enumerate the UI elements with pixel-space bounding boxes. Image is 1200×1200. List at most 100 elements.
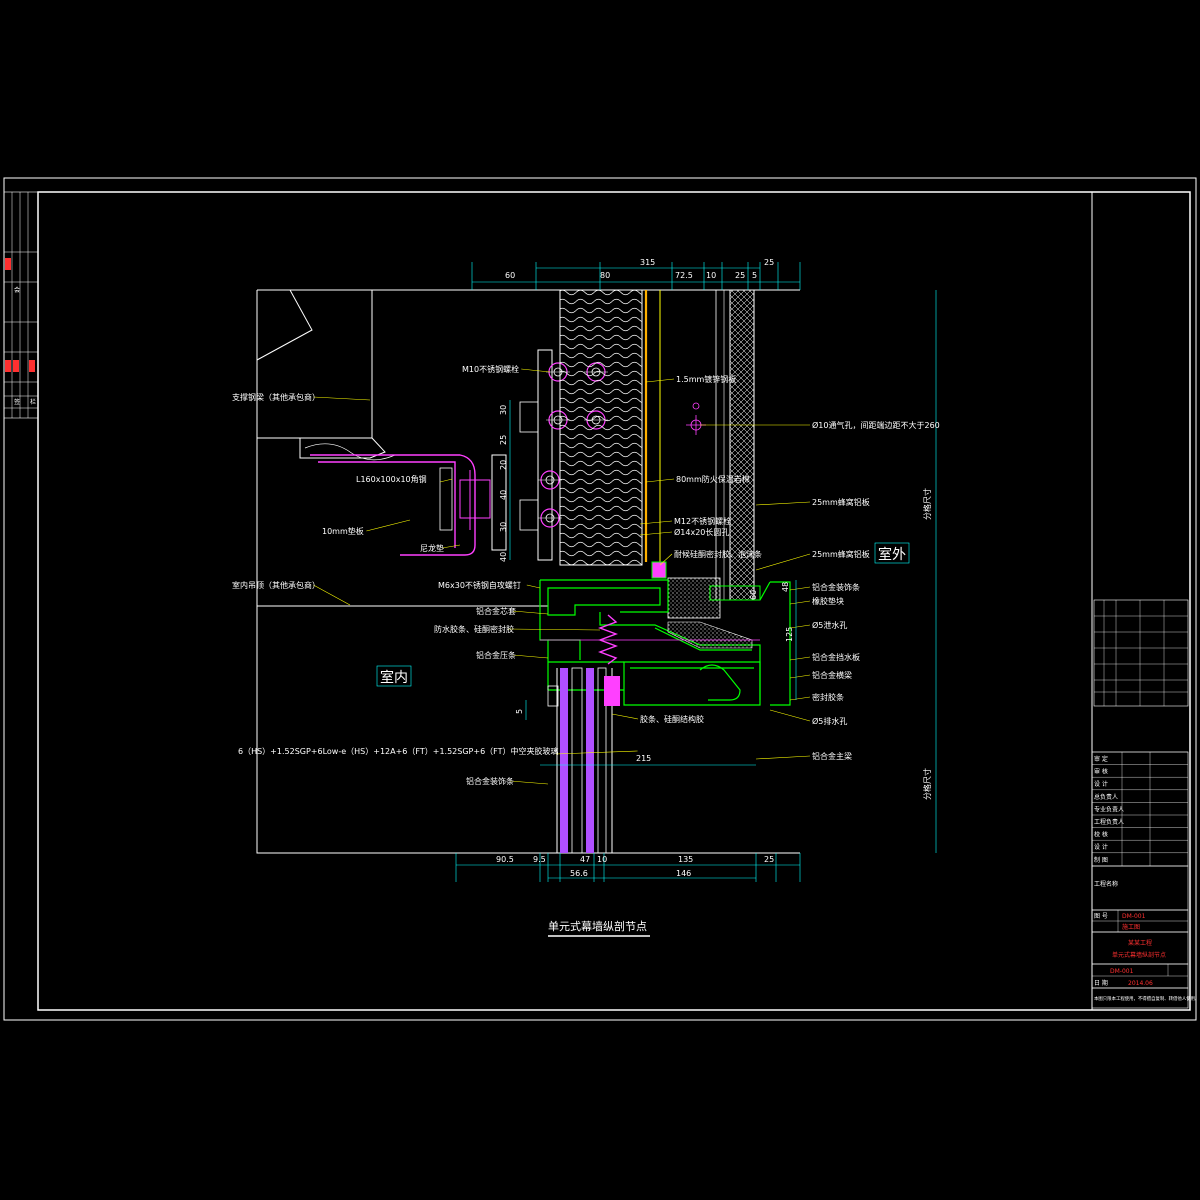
leader-line	[789, 624, 811, 629]
spring-gasket	[598, 614, 618, 665]
tb-row-label: 设 计	[1094, 843, 1108, 851]
dim-dims-top: 80	[600, 271, 610, 280]
drawing-no-label: 图 号	[1094, 913, 1108, 920]
dim-dims-top: 60	[505, 271, 515, 280]
project-name-2: 单元式幕墙纵剖节点	[1112, 951, 1166, 959]
leader-line	[521, 368, 551, 373]
dim-dims-side: 125	[785, 627, 794, 642]
dim-dims-top: 10	[706, 271, 716, 280]
label-stopper: 尼龙垫	[420, 543, 444, 553]
leader-line	[611, 713, 639, 720]
leader-line	[639, 520, 673, 525]
insulation-outline	[559, 289, 643, 566]
dim-dims-bottom-row1: 135	[678, 855, 693, 864]
label-rubber-block: 橡胶垫块	[812, 596, 844, 606]
left-strip: 会 签 栏	[3, 191, 39, 419]
drawing-frame	[37, 191, 1191, 1011]
leader-line	[789, 656, 811, 661]
label-glass: 6（HS）+1.52SGP+6Low-e（HS）+12A+6（FT）+1.52S…	[238, 746, 559, 756]
cap-profile	[709, 585, 761, 601]
strip-text-3: 栏	[30, 398, 36, 406]
label-steel-plate: 1.5mm镀锌钢板	[676, 374, 736, 384]
interior-label: 室内	[380, 669, 408, 686]
leader-line	[755, 501, 811, 506]
leader-line	[645, 478, 675, 483]
label-mullion: 铝合金主梁	[812, 751, 852, 761]
label-water-board: 铝合金挡水板	[812, 652, 860, 662]
drawing-no-repeat: DM-001	[1110, 968, 1134, 975]
dim-dims-bottom-row1: 47	[580, 855, 590, 864]
insulation-block	[559, 289, 643, 566]
dim-dims-top: 315	[640, 258, 655, 267]
bracket-plate	[519, 349, 553, 561]
leader-line	[512, 610, 549, 615]
date: 2014.06	[1128, 980, 1153, 987]
dim-dims-left: 40	[499, 490, 508, 500]
label-structural-sealant: 胶条、硅酮结构胶	[640, 714, 704, 724]
floor-height-bottom: 分格尺寸	[922, 768, 932, 800]
project-label: 工程名称	[1094, 880, 1118, 888]
label-drain-hole-1: Ø5泄水孔	[812, 620, 847, 630]
leader-line	[789, 600, 811, 605]
label-deco-strip-bottom: 铝合金装饰条	[466, 776, 514, 786]
label-pad: 10mm垫板	[322, 526, 364, 536]
steel-beam	[299, 437, 396, 461]
angle-bracket	[310, 454, 476, 556]
tb-row-label: 专业负责人	[1094, 805, 1124, 813]
label-support-steel: 支撑钢梁（其他承包商）	[232, 392, 320, 402]
tb-row-label: 工程负责人	[1094, 818, 1124, 826]
drawing-title: 单元式幕墙纵剖节点	[548, 919, 647, 933]
leader-line	[313, 584, 351, 606]
dim-dims-side: 48	[781, 582, 790, 592]
leader-line	[439, 478, 453, 483]
leader-line	[442, 544, 461, 549]
tb-row-label: 审 核	[1094, 768, 1108, 776]
label-deco-strip-top: 铝合金装饰条	[812, 582, 860, 592]
dim-dims-mid: 215	[636, 754, 651, 763]
dim-dims-left: 25	[499, 435, 508, 445]
tb-row-label: 审 定	[1094, 755, 1108, 763]
interior-label-box	[376, 665, 412, 687]
date-label: 日 期	[1094, 979, 1108, 987]
label-honeycomb-2: 25mm蜂窝铝板	[812, 549, 870, 559]
leader-line	[789, 696, 811, 701]
leader-line	[639, 531, 673, 536]
bolt-icon	[538, 470, 562, 490]
vent-hole	[686, 402, 706, 435]
leader-line	[313, 396, 371, 401]
dim-dims-bottom-row1: 9.5	[533, 855, 546, 864]
leader-line	[512, 654, 549, 659]
label-drain-hole-2: Ø5排水孔	[812, 716, 847, 726]
label-vent-hole: Ø10通气孔，间距端边距不大于260	[812, 420, 940, 430]
label-pressure-plate: 铝合金压条	[476, 650, 516, 660]
strip-text-1: 会	[14, 286, 20, 294]
label-ceiling: 室内吊顶（其他承包商）	[232, 580, 320, 590]
exterior-label: 室外	[878, 546, 906, 563]
glass-unit	[547, 667, 620, 854]
footer-note: 本图只限本工程使用，不得擅自复制、转借他人使用。	[1094, 995, 1199, 1002]
label-screw: M6x30不锈钢自攻螺钉	[438, 580, 521, 590]
label-sealant: 耐候硅酮密封胶、泡沫条	[674, 549, 762, 559]
tb-row-label: 总负责人	[1094, 793, 1118, 801]
bolt-icon	[538, 508, 562, 528]
leader-line	[366, 519, 411, 532]
dim-dims-top: 5	[752, 271, 757, 280]
sealant-fill	[667, 577, 721, 619]
leader-line	[526, 584, 541, 589]
dim-dims-top: 25	[735, 271, 745, 280]
leader-line	[507, 628, 601, 631]
filler	[667, 621, 753, 649]
leader-line	[755, 553, 811, 571]
label-m10-bolt: M10不锈钢螺栓	[462, 364, 519, 374]
floor-height-top: 分格尺寸	[922, 488, 932, 520]
label-waterproof: 防水胶条、硅酮密封胶	[434, 624, 514, 634]
leader-line	[789, 674, 811, 679]
leader-line	[510, 780, 549, 785]
dim-dims-left: 20	[499, 460, 508, 470]
bracket-bolts	[439, 454, 507, 551]
drawing-no: DM-001	[1122, 913, 1146, 920]
leader-line	[659, 553, 673, 566]
exterior-label-box	[874, 542, 910, 564]
tb-row-label: 校 核	[1094, 831, 1108, 839]
